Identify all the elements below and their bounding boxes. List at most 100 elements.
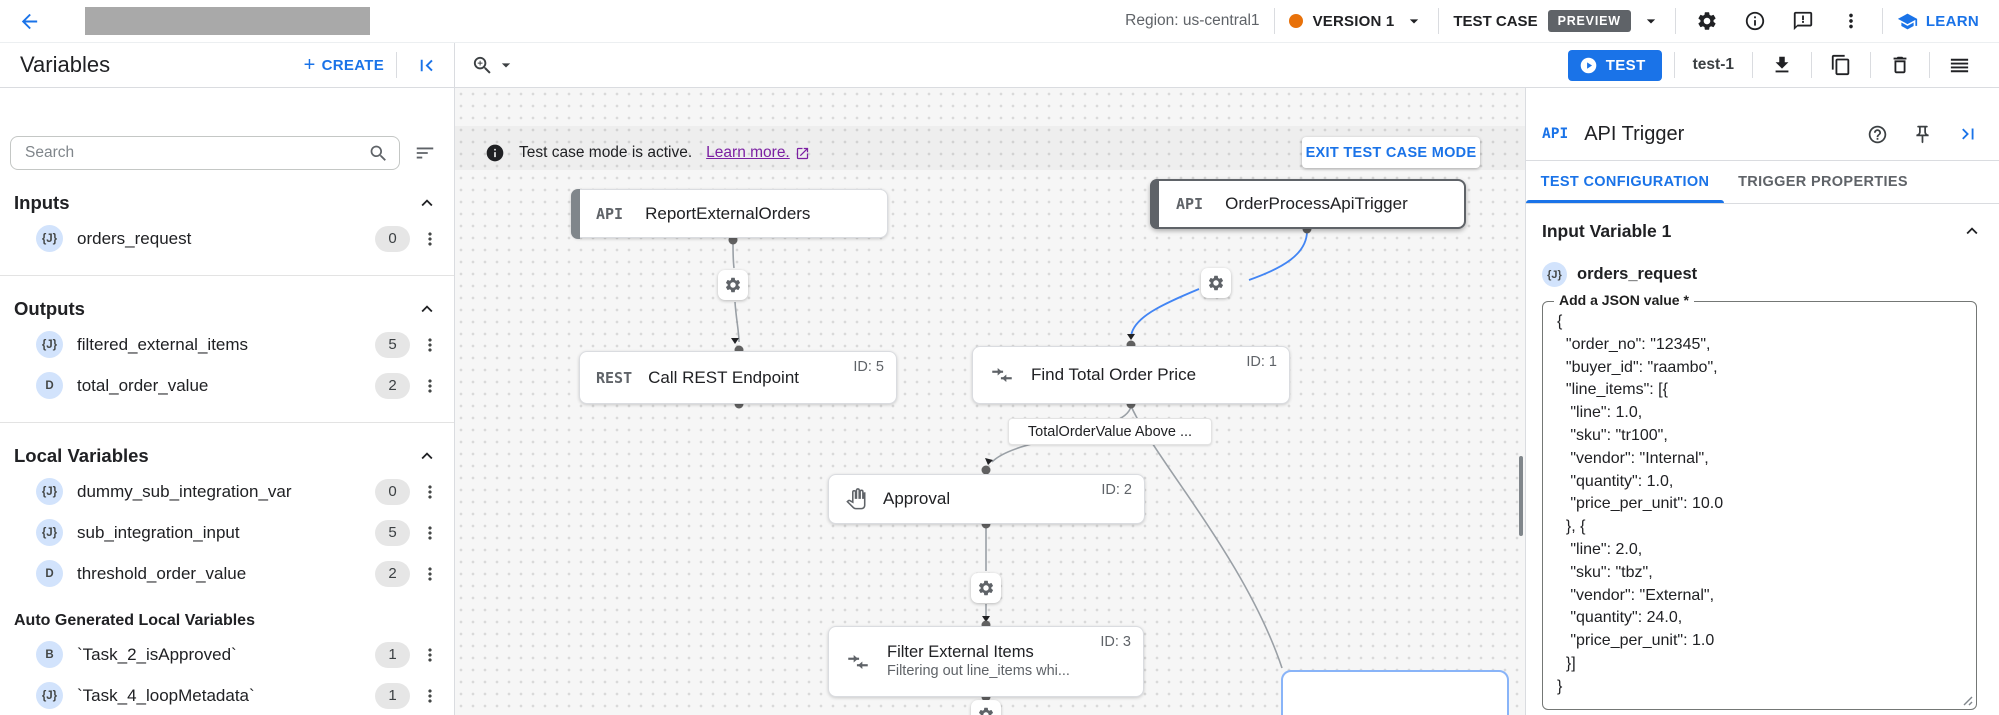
more-options-button[interactable] — [1834, 4, 1868, 38]
node-approval[interactable]: Approval ID: 2 — [828, 474, 1145, 524]
test-case-menu[interactable]: TEST CASE PREVIEW — [1453, 10, 1660, 32]
tab-test-configuration[interactable]: TEST CONFIGURATION — [1526, 161, 1724, 203]
info-filled-icon — [486, 144, 504, 162]
var-type-icon: {J} — [1542, 262, 1567, 287]
search-input[interactable] — [25, 144, 368, 162]
settings-button[interactable] — [1690, 4, 1724, 38]
count-badge: 1 — [375, 641, 410, 668]
delete-button[interactable] — [1883, 48, 1917, 82]
copy-icon — [1831, 54, 1850, 76]
feedback-icon — [1793, 11, 1812, 31]
node-call-rest-endpoint[interactable]: REST Call REST Endpoint ID: 5 — [579, 351, 897, 404]
variable-name: sub_integration_input — [77, 522, 240, 542]
divider — [0, 275, 454, 276]
variable-row[interactable]: {J}`Task_4_loopMetadata`1 — [0, 679, 454, 712]
var-type-icon: {J} — [36, 519, 63, 546]
collapse-panel-button[interactable] — [1951, 117, 1985, 151]
collapse-section-icon[interactable] — [1961, 220, 1983, 242]
section-title: Local Variables — [14, 445, 149, 466]
gear-icon — [979, 707, 994, 715]
node-report-external-orders[interactable]: API ReportExternalOrders — [570, 188, 888, 239]
flow-canvas[interactable]: API ReportExternalOrders API OrderProces… — [455, 88, 1525, 715]
count-badge: 2 — [375, 372, 410, 399]
divider — [1673, 52, 1675, 78]
chevron-down-icon — [1410, 19, 1419, 24]
collapse-sidebar-button[interactable] — [409, 48, 444, 83]
learn-button[interactable]: LEARN — [1897, 11, 1979, 32]
more-vert-icon — [428, 688, 432, 703]
variable-name: threshold_order_value — [77, 563, 247, 583]
panel-variable-row: {J} orders_request — [1542, 262, 1983, 287]
divider — [1438, 8, 1440, 34]
more-vert-button[interactable] — [420, 686, 440, 706]
more-vert-button[interactable] — [420, 523, 440, 543]
more-vert-button[interactable] — [420, 645, 440, 665]
top-app-bar: Region: us-central1 VERSION 1 TEST CASE … — [0, 0, 1999, 43]
sort-filter-button[interactable] — [408, 136, 442, 170]
node-order-process-api-trigger[interactable]: API OrderProcessApiTrigger — [1150, 179, 1466, 229]
help-icon — [1868, 125, 1887, 143]
resize-grip-icon[interactable] — [1959, 692, 1973, 706]
search-box[interactable] — [10, 136, 400, 170]
tab-trigger-properties[interactable]: TRIGGER PROPERTIES — [1738, 174, 1908, 190]
collapse-section-icon[interactable] — [416, 445, 438, 467]
more-vert-icon — [428, 231, 432, 246]
edge-gear-button[interactable] — [971, 700, 1001, 715]
pin-button[interactable] — [1906, 118, 1939, 151]
more-vert-icon — [428, 484, 432, 499]
json-value-field: Add a JSON value * { "order_no": "12345"… — [1542, 292, 1977, 710]
divider — [1881, 8, 1883, 34]
feedback-button[interactable] — [1786, 4, 1820, 38]
learn-more-link[interactable]: Learn more. — [706, 144, 810, 162]
open-in-new-icon — [796, 147, 808, 159]
gear-icon — [1698, 12, 1716, 30]
collapse-section-icon[interactable] — [416, 192, 438, 214]
test-button[interactable]: TEST — [1567, 49, 1662, 81]
download-icon — [1775, 56, 1789, 73]
create-variable-button[interactable]: + CREATE — [303, 54, 384, 76]
more-vert-button[interactable] — [420, 335, 440, 355]
json-value-textarea[interactable]: { "order_no": "12345", "buyer_id": "raam… — [1543, 302, 1976, 709]
copy-button[interactable] — [1824, 48, 1858, 82]
panel-scrollbar[interactable] — [1519, 456, 1523, 536]
info-icon — [1745, 11, 1764, 31]
more-vert-icon — [428, 566, 432, 581]
test-case-name[interactable]: test-1 — [1692, 56, 1734, 73]
edge-gear-button[interactable] — [1201, 268, 1231, 298]
input-variable-section-title: Input Variable 1 — [1542, 220, 1672, 241]
exit-test-case-mode-button[interactable]: EXIT TEST CASE MODE — [1302, 137, 1480, 168]
search-icon — [370, 145, 386, 161]
more-vert-button[interactable] — [420, 482, 440, 502]
divider — [1811, 52, 1812, 78]
edge-gear-button[interactable] — [971, 573, 1001, 603]
help-button[interactable] — [1861, 118, 1894, 151]
node-find-total-order-price[interactable]: Find Total Order Price ID: 1 — [972, 346, 1290, 404]
version-menu[interactable]: VERSION 1 — [1288, 11, 1425, 31]
back-arrow-button[interactable] — [12, 4, 47, 39]
chevron-up-icon — [421, 199, 433, 207]
rest-chip: REST — [596, 368, 633, 387]
more-vert-button[interactable] — [420, 376, 440, 396]
edge-gear-button[interactable] — [718, 270, 748, 300]
more-vert-button[interactable] — [420, 229, 440, 249]
test-case-list-button[interactable] — [1942, 48, 1977, 83]
edge-condition-label[interactable]: TotalOrderValue Above ... — [1008, 418, 1212, 445]
canvas-zoom-control[interactable] — [455, 54, 516, 77]
more-vert-button[interactable] — [420, 564, 440, 584]
info-button[interactable] — [1738, 4, 1772, 38]
download-button[interactable] — [1765, 48, 1799, 82]
pin-icon — [1916, 125, 1929, 143]
var-type-icon: {J} — [36, 682, 63, 709]
variable-row[interactable]: B`Task_2_isApproved`1 — [0, 638, 454, 671]
var-type-icon: D — [36, 372, 63, 399]
node-filter-external-items[interactable]: Filter External Items Filtering out line… — [828, 626, 1144, 697]
collapse-section-icon[interactable] — [416, 298, 438, 320]
